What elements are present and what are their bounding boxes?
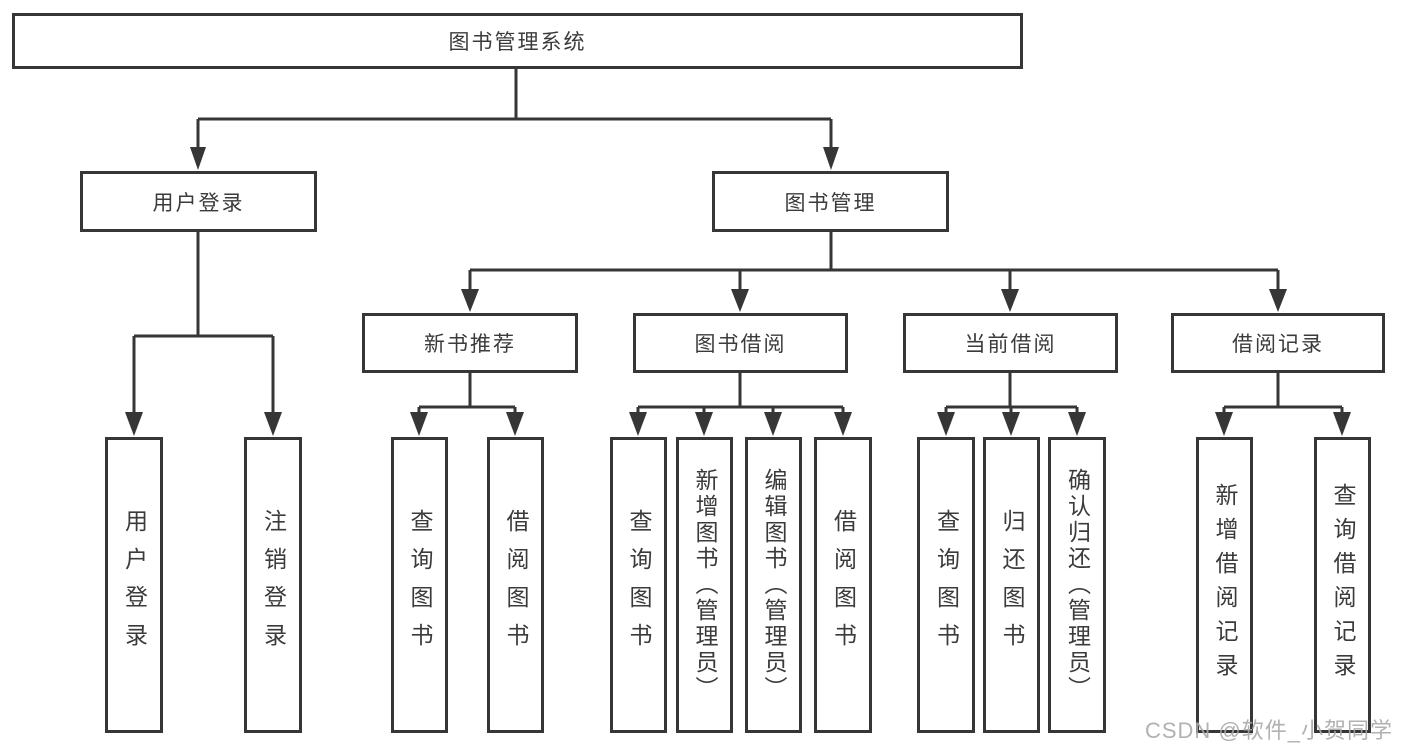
node-label: 注销登录 — [260, 509, 287, 661]
node-label: 新书推荐 — [424, 333, 516, 356]
node-label: 图书管理系统 — [448, 31, 587, 54]
leaf-query-books-recommend: 查询图书 — [391, 437, 448, 733]
node-label: 编辑图书（管理员） — [761, 468, 787, 702]
leaf-borrow-books-recommend: 借阅图书 — [487, 437, 544, 733]
node-current-borrowing: 当前借阅 — [903, 313, 1118, 373]
leaf-return-books: 归还图书 — [983, 437, 1040, 733]
leaf-logout: 注销登录 — [244, 437, 302, 733]
node-book-borrowing: 图书借阅 — [633, 313, 848, 373]
node-label: 新增借阅记录 — [1212, 483, 1238, 687]
node-label: 借阅记录 — [1232, 333, 1324, 356]
node-label: 图书管理 — [784, 191, 877, 215]
node-label: 借阅图书 — [503, 509, 529, 661]
node-label: 查询图书 — [407, 509, 433, 661]
node-label: 用户登录 — [152, 191, 245, 215]
leaf-query-books-current: 查询图书 — [917, 437, 975, 733]
leaf-user-login: 用户登录 — [105, 437, 163, 733]
node-label: 借阅图书 — [830, 509, 857, 661]
leaf-confirm-return-admin: 确认归还（管理员） — [1048, 437, 1106, 733]
node-user-login: 用户登录 — [80, 171, 317, 232]
leaf-add-borrow-record: 新增借阅记录 — [1196, 437, 1253, 733]
node-label: 确认归还（管理员） — [1064, 468, 1091, 702]
node-label: 查询图书 — [933, 509, 960, 661]
node-label: 查询借阅记录 — [1330, 483, 1356, 687]
node-label: 新增图书（管理员） — [692, 468, 718, 702]
csdn-watermark: CSDN @软件_小贺同学 — [1144, 718, 1393, 743]
leaf-query-borrow-record: 查询借阅记录 — [1314, 437, 1371, 733]
node-label: 图书借阅 — [694, 333, 787, 356]
node-borrowing-records: 借阅记录 — [1171, 313, 1385, 373]
node-library-management-system: 图书管理系统 — [12, 13, 1023, 69]
node-label: 归还图书 — [999, 509, 1025, 661]
arrowheads — [125, 147, 1351, 436]
node-label: 当前借阅 — [964, 333, 1057, 356]
node-book-management: 图书管理 — [712, 171, 949, 232]
tree-edges — [132, 69, 1344, 415]
node-new-book-recommend: 新书推荐 — [362, 313, 578, 373]
leaf-query-books-borrowing: 查询图书 — [610, 437, 667, 733]
node-label: 查询图书 — [626, 509, 652, 661]
leaf-edit-books-admin: 编辑图书（管理员） — [745, 437, 802, 733]
node-label: 用户登录 — [121, 509, 148, 661]
leaf-add-books-admin: 新增图书（管理员） — [676, 437, 733, 733]
leaf-borrow-books-borrowing: 借阅图书 — [814, 437, 872, 733]
